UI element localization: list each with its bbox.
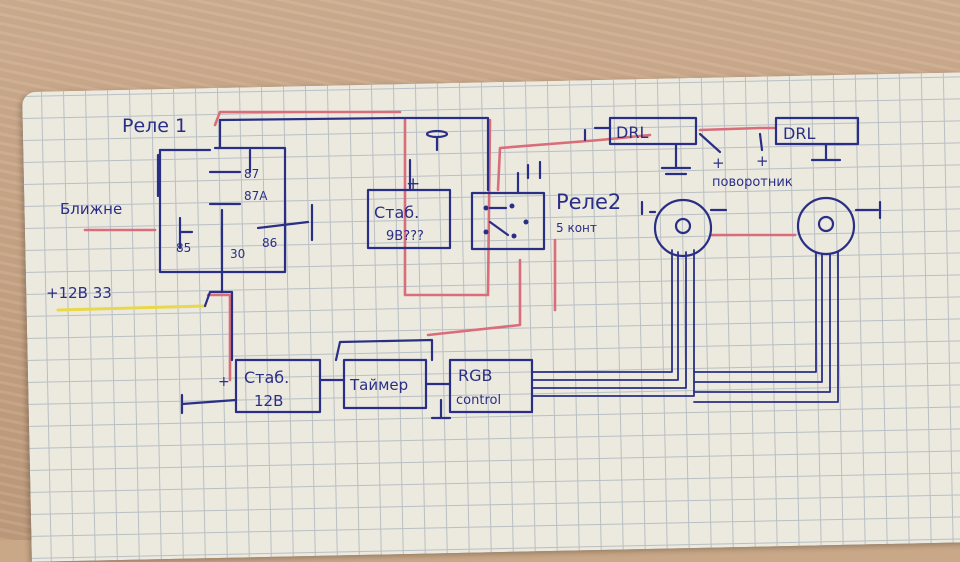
turn-signal-label: поворотник: [712, 175, 793, 190]
relay1-pin-87: 87: [244, 167, 259, 181]
stab12-plus: +: [218, 374, 230, 390]
timer-label: Таймер: [349, 376, 408, 394]
rgb-bundle: [531, 249, 839, 403]
stab12-box: [234, 358, 322, 414]
drl-left-box: [608, 116, 698, 146]
relay1-box: [156, 146, 314, 294]
low-beam-label: Ближне: [60, 200, 122, 218]
relay1-pin-86: 86: [262, 236, 277, 250]
relay1-to-stab12: [203, 290, 234, 362]
stab9-line1: Стаб.: [374, 203, 419, 222]
drl-right-label: DRL: [783, 124, 815, 143]
drl-plus-left: +: [712, 154, 725, 172]
stab9-line2: 9В???: [386, 229, 424, 244]
relay1-pin-87a: 87A: [244, 189, 268, 203]
drl-plus-right: +: [756, 152, 769, 170]
red-wires: [83, 110, 797, 382]
yellow-wire: [56, 304, 207, 312]
top-bus: [218, 116, 490, 192]
drl-left-label: DRL: [616, 123, 648, 142]
relay1-title: Реле 1: [122, 115, 187, 137]
stab12-line1: Стаб.: [244, 368, 289, 387]
relay2-subtitle: 5 конт: [556, 221, 597, 235]
plus12-label: +12В 33: [46, 284, 112, 302]
rgb-line1: RGB: [458, 366, 493, 385]
relay1-pin-85: 85: [176, 241, 191, 255]
angel-eye-right: [796, 196, 856, 256]
rgb-line2: control: [456, 393, 501, 408]
stab12-line2: 12В: [254, 392, 283, 410]
relay2-contacts: [483, 203, 529, 239]
relay1-pin-30: 30: [230, 247, 245, 261]
angel-eye-left: [653, 198, 713, 258]
relay2-title: Реле2: [556, 190, 621, 214]
relay2-box: [470, 191, 546, 251]
drl-right-box: [774, 116, 860, 146]
rgb-box: [448, 358, 534, 414]
stab9-plus: +: [406, 174, 420, 194]
wiring-diagram: Реле 1 87 87A 85 86 30 Ближне +12В 33 + …: [46, 110, 882, 420]
